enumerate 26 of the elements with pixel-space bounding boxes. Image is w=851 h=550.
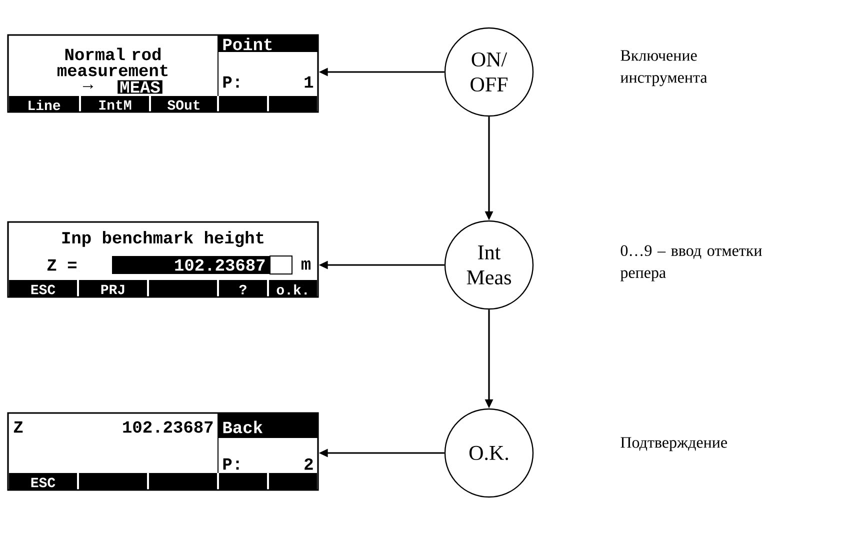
softkey: IntM: [81, 96, 149, 112]
screen-text: Z: [14, 421, 23, 433]
softkey: ESC: [9, 280, 77, 297]
screen-text: 1: [304, 76, 314, 88]
screen-text: Z =: [47, 259, 76, 271]
screen-header: Point: [218, 35, 318, 52]
description-text: Включение инструмента: [620, 50, 708, 86]
softkey: PRJ: [79, 280, 147, 297]
softkey-label: MEAS: [118, 80, 162, 94]
input-field: 102.23687: [112, 256, 292, 274]
screen-text: 102.23687: [123, 421, 213, 433]
screen-text: m: [301, 260, 310, 270]
arrow-symbol: →: [82, 84, 94, 89]
softkey: Line: [9, 96, 79, 112]
screen-text: Inp benchmark height: [62, 231, 264, 247]
softkey: ESC: [9, 473, 77, 490]
screen-text: P:: [223, 458, 239, 470]
screen-text: Normal rod measurement: [57, 48, 168, 76]
description-text: Подтверждение: [620, 437, 727, 452]
screen-text: P:: [223, 76, 239, 88]
description-text: 0…9 – ввод отметки репера: [620, 245, 762, 282]
softkey: o.k.: [269, 280, 317, 297]
softkey: SOut: [151, 96, 217, 112]
screen-text: 2: [304, 458, 313, 470]
screen-header: Back: [218, 413, 318, 438]
softkey: ?: [219, 280, 267, 297]
